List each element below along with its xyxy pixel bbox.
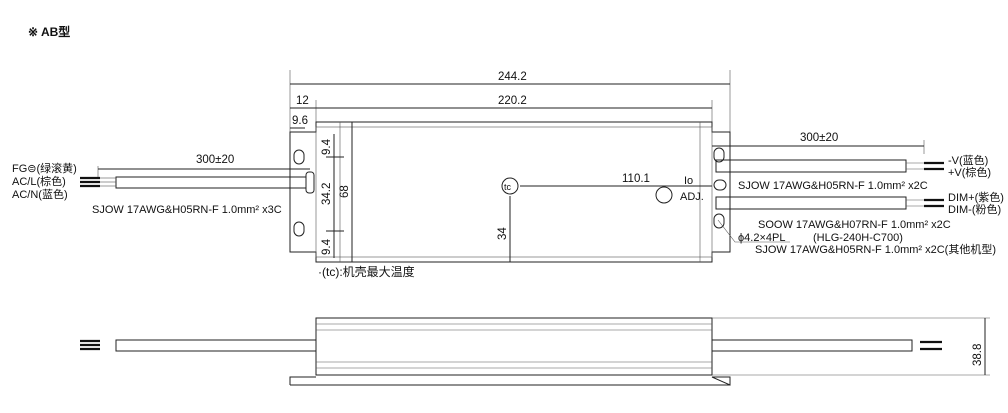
hole-spec: ϕ4.2×4PL <box>738 232 785 244</box>
tc-note: ·(tc):机壳最大温度 <box>318 264 415 279</box>
top-view-housing: 9.4 34.2 9.4 68 34 tc 110.1 Io ADJ. <box>289 121 731 263</box>
dim-cable-spec-2: SJOW 17AWG&H05RN-F 1.0mm² x2C(其他机型) <box>755 242 996 256</box>
dim-height: 38.8 <box>972 344 984 366</box>
label-v-plus: +V(棕色) <box>948 165 991 179</box>
dim-34-2: 34.2 <box>321 183 333 205</box>
label-dim-plus: DIM+(紫色) <box>948 190 1004 204</box>
dim-cable-model: (HLG-240H-C700) <box>813 232 903 244</box>
dim-body-length: 220.2 <box>498 95 527 107</box>
output-length: 300±20 <box>800 132 838 144</box>
output-cable-spec: SJOW 17AWG&H05RN-F 1.0mm² x2C <box>738 180 928 192</box>
adj-label: ADJ. <box>680 191 704 203</box>
label-ac-l: AC/L(棕色) <box>12 174 66 188</box>
side-view: 38.8 <box>80 317 990 386</box>
top-dimensions: 244.2 220.2 12 9.6 <box>289 70 731 150</box>
label-fg: FG⊜(绿滚黄) <box>12 161 77 175</box>
label-dim-minus: DIM-(粉色) <box>948 202 1001 216</box>
input-length: 300±20 <box>196 154 234 166</box>
dim-cable-spec-1: SOOW 17AWG&H07RN-F 1.0mm² x2C <box>758 219 951 231</box>
label-v-minus: -V(蓝色) <box>948 153 988 167</box>
input-cable: 300±20 FG⊜(绿滚黄) AC/L(棕色) AC/N(蓝色) SJOW 1… <box>12 154 315 216</box>
input-cable-spec: SJOW 17AWG&H05RN-F 1.0mm² x3C <box>92 204 282 216</box>
dim-overall-length: 244.2 <box>498 71 527 83</box>
dim-34: 34 <box>497 227 509 240</box>
label-ac-n: AC/N(蓝色) <box>12 187 68 201</box>
dim-flange: 12 <box>296 95 309 107</box>
dim-110-1: 110.1 <box>622 173 650 185</box>
dim-9-4-top: 9.4 <box>321 138 333 155</box>
tc-point-icon <box>501 177 519 195</box>
io-label: Io <box>684 175 693 187</box>
dim-9-4-bottom: 9.4 <box>321 238 333 255</box>
io-adjust-potentiometer <box>655 186 673 204</box>
output-cables: 300±20 -V(蓝色) +V(棕色) SJOW 17AWG&H05RN-F … <box>712 132 1004 256</box>
drawing-title: ※ AB型 <box>28 24 70 39</box>
tc-symbol: tc <box>504 182 512 192</box>
dim-68: 68 <box>339 185 351 198</box>
dim-hole: 9.6 <box>292 115 308 127</box>
